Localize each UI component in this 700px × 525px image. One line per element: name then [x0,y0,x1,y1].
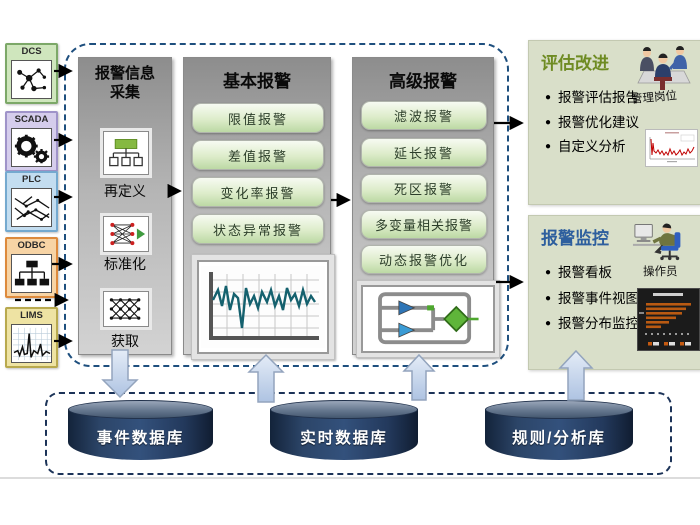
basic-alarm-pill-limit: 限值报警 [192,103,324,133]
bullet-icon [545,89,551,104]
database-label: 事件数据库 [96,430,185,447]
standardize-tile [103,216,149,252]
hierarchy-icon [109,139,143,167]
advanced-alarm-pill-deadband: 死区报警 [361,174,487,203]
bullet-item: 报警分布监控 [545,312,639,332]
logic-diagram-icon [373,289,483,349]
panel-monitoring: 报警监控 操作员 报警看板 报警事件视图 [528,215,700,370]
source-label: PLC [22,174,41,185]
processing-area-border [64,43,509,367]
acquire-label: 获取 [111,333,139,349]
redefine-label: 再定义 [104,183,146,199]
page-divider-line [0,477,700,479]
bullet-text: 报警评估报告 [558,90,640,105]
source-icon-frame [11,60,52,99]
column-basic-alarms: 基本报警 限值报警 差值报警 变化率报警 状态异常报警 [183,57,335,360]
source-icon-frame [11,254,52,293]
cylinder-top [485,400,633,419]
redefine-tile [103,131,149,175]
bullet-text: 报警事件视图 [558,291,640,306]
source-label: SCADA [14,114,49,125]
acquire-tile [103,291,149,327]
column-title: 基本报警 [223,72,291,91]
source-icon-frame [11,324,52,363]
bullet-item: 报警优化建议 [545,111,639,131]
mapping-icon [110,222,146,246]
advanced-alarm-pill-dynamic: 动态报警优化 [361,245,487,274]
trend-chart-frame [197,260,329,354]
source-icon-frame [11,128,52,167]
advanced-alarm-pill-multivar: 多变量相关报警 [361,210,487,239]
basic-alarm-pill-state: 状态异常报警 [192,214,324,244]
source-label: DCS [21,46,42,57]
advanced-alarm-pill-extend: 延长报警 [361,138,487,167]
basic-alarm-pill-deviation: 差值报警 [192,140,324,170]
bullet-text: 自定义分析 [558,139,626,154]
source-box-plc: PLC [5,171,58,232]
bullet-icon [545,114,551,129]
column-advanced-alarms: 高级报警 滤波报警 延长报警 死区报警 多变量相关报警 动态报警优化 [352,57,500,358]
source-label: ODBC [17,240,46,251]
alarm-dashboard-thumbnail [637,288,700,356]
bullet-icon [545,315,551,330]
column-alarm-collection: 报警信息采集 再定义 标准化 [78,57,172,355]
panel-title: 报警监控 [541,229,609,248]
panel-evaluation: 评估改进 管理岗位 报警评估报告 报警优化建议 [528,40,700,205]
column-title: 报警信息采集 [94,65,155,101]
bullet-text: 报警优化建议 [558,115,640,130]
bullet-text: 报警看板 [558,265,613,280]
bullet-item: 报警看板 [545,261,612,281]
cylinder-top [68,400,213,419]
basic-alarm-pill-rate: 变化率报警 [192,177,324,207]
cylinder-top [270,400,418,419]
source-box-lims: LIMS [5,307,58,368]
logic-diagram-frame [361,285,495,353]
bullet-text: 报警分布监控 [558,316,640,331]
wiring-icon [13,195,49,221]
advanced-alarm-pill-filter: 滤波报警 [361,101,487,130]
role-label-operator: 操作员 [643,266,678,278]
bullet-icon [545,290,551,305]
column-title: 高级报警 [389,72,457,91]
team-illustration [630,43,696,98]
source-label: LIMS [20,310,43,321]
panel-title: 评估改进 [541,54,609,73]
mini-line-chart-icon [645,129,698,167]
trend-chart-icon [201,266,325,348]
database-area-border [45,392,672,475]
logic-diagram-thumbnail [356,280,500,358]
waveform-icon [12,327,51,360]
database-cylinder-rules: 规则/分析库 [485,400,633,460]
standardize-label: 标准化 [104,256,146,272]
mini-report-chart [645,129,698,172]
crosslink-icon [109,298,141,320]
trend-chart-thumbnail [191,254,335,360]
operator-illustration-icon [632,223,681,261]
bullet-icon [545,138,551,153]
database-label: 实时数据库 [300,430,388,447]
bullet-item: 报警评估报告 [545,86,639,106]
database-cylinder-events: 事件数据库 [68,400,213,460]
source-box-scada: SCADA [5,111,58,172]
source-icon-frame [11,188,52,227]
gears-icon [14,134,49,163]
bullet-item: 报警事件视图 [545,287,639,307]
source-box-odbc: ODBC [5,237,58,298]
orgchart-icon [14,260,49,285]
database-cylinder-realtime: 实时数据库 [270,400,418,460]
database-label: 规则/分析库 [512,430,606,447]
bullet-icon [545,264,551,279]
source-box-dcs: DCS [5,43,58,104]
molecule-icon [16,67,46,91]
team-illustration-icon [637,46,691,90]
operator-illustration [632,218,692,268]
bullet-item: 自定义分析 [545,135,626,155]
alarm-dashboard-icon [637,288,700,351]
